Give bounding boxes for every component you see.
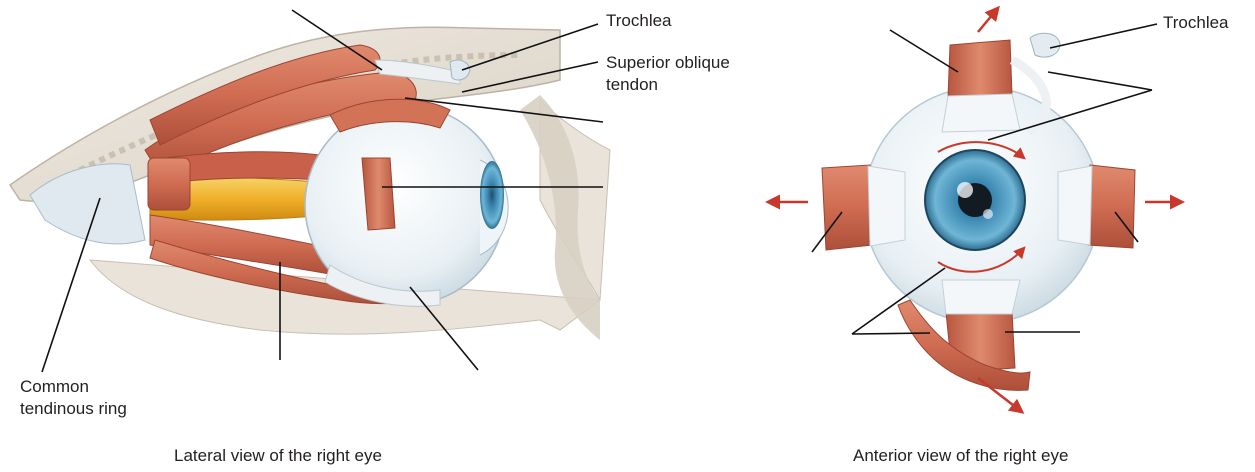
pupil-highlight <box>957 182 973 198</box>
anterior-lateral-rectus-tendon <box>1058 166 1092 245</box>
superior-oblique-tendon-label-line1: Superior oblique <box>606 52 730 73</box>
leader-anterior-inferior-b <box>852 333 930 334</box>
lateral-trochlea-label: Trochlea <box>606 10 672 31</box>
leader-anterior-oblique-a <box>1048 72 1152 90</box>
arrow-up <box>978 8 998 32</box>
anterior-medial-rectus <box>822 165 872 250</box>
anterior-superior-rectus-tendon <box>942 94 1020 132</box>
lateral-rectus-insertion <box>362 158 395 230</box>
leader-anterior-superior-rectus <box>890 30 958 72</box>
lateral-trochlea <box>450 60 470 80</box>
anterior-inferior-rectus-tendon <box>942 280 1020 314</box>
leader-anterior-trochlea <box>1050 24 1157 48</box>
anterior-trochlea-label: Trochlea <box>1163 12 1229 33</box>
lateral-rectus-origin <box>148 158 190 210</box>
lateral-view-caption: Lateral view of the right eye <box>174 446 382 466</box>
common-tendinous-ring-label-line1: Common <box>20 376 89 397</box>
common-tendinous-ring-label-line2: tendinous ring <box>20 398 127 419</box>
lateral-view-illustration <box>10 27 610 340</box>
anterior-medial-rectus-tendon <box>868 166 905 246</box>
anterior-view-illustration <box>822 33 1135 390</box>
anterior-lateral-rectus <box>1088 165 1135 248</box>
superior-oblique-tendon-label-line2: tendon <box>606 74 658 95</box>
anterior-superior-rectus <box>948 40 1012 98</box>
anterior-trochlea <box>1030 33 1060 57</box>
pupil-highlight-small <box>983 209 993 219</box>
lateral-iris <box>480 161 504 229</box>
anterior-view-caption: Anterior view of the right eye <box>853 446 1068 466</box>
